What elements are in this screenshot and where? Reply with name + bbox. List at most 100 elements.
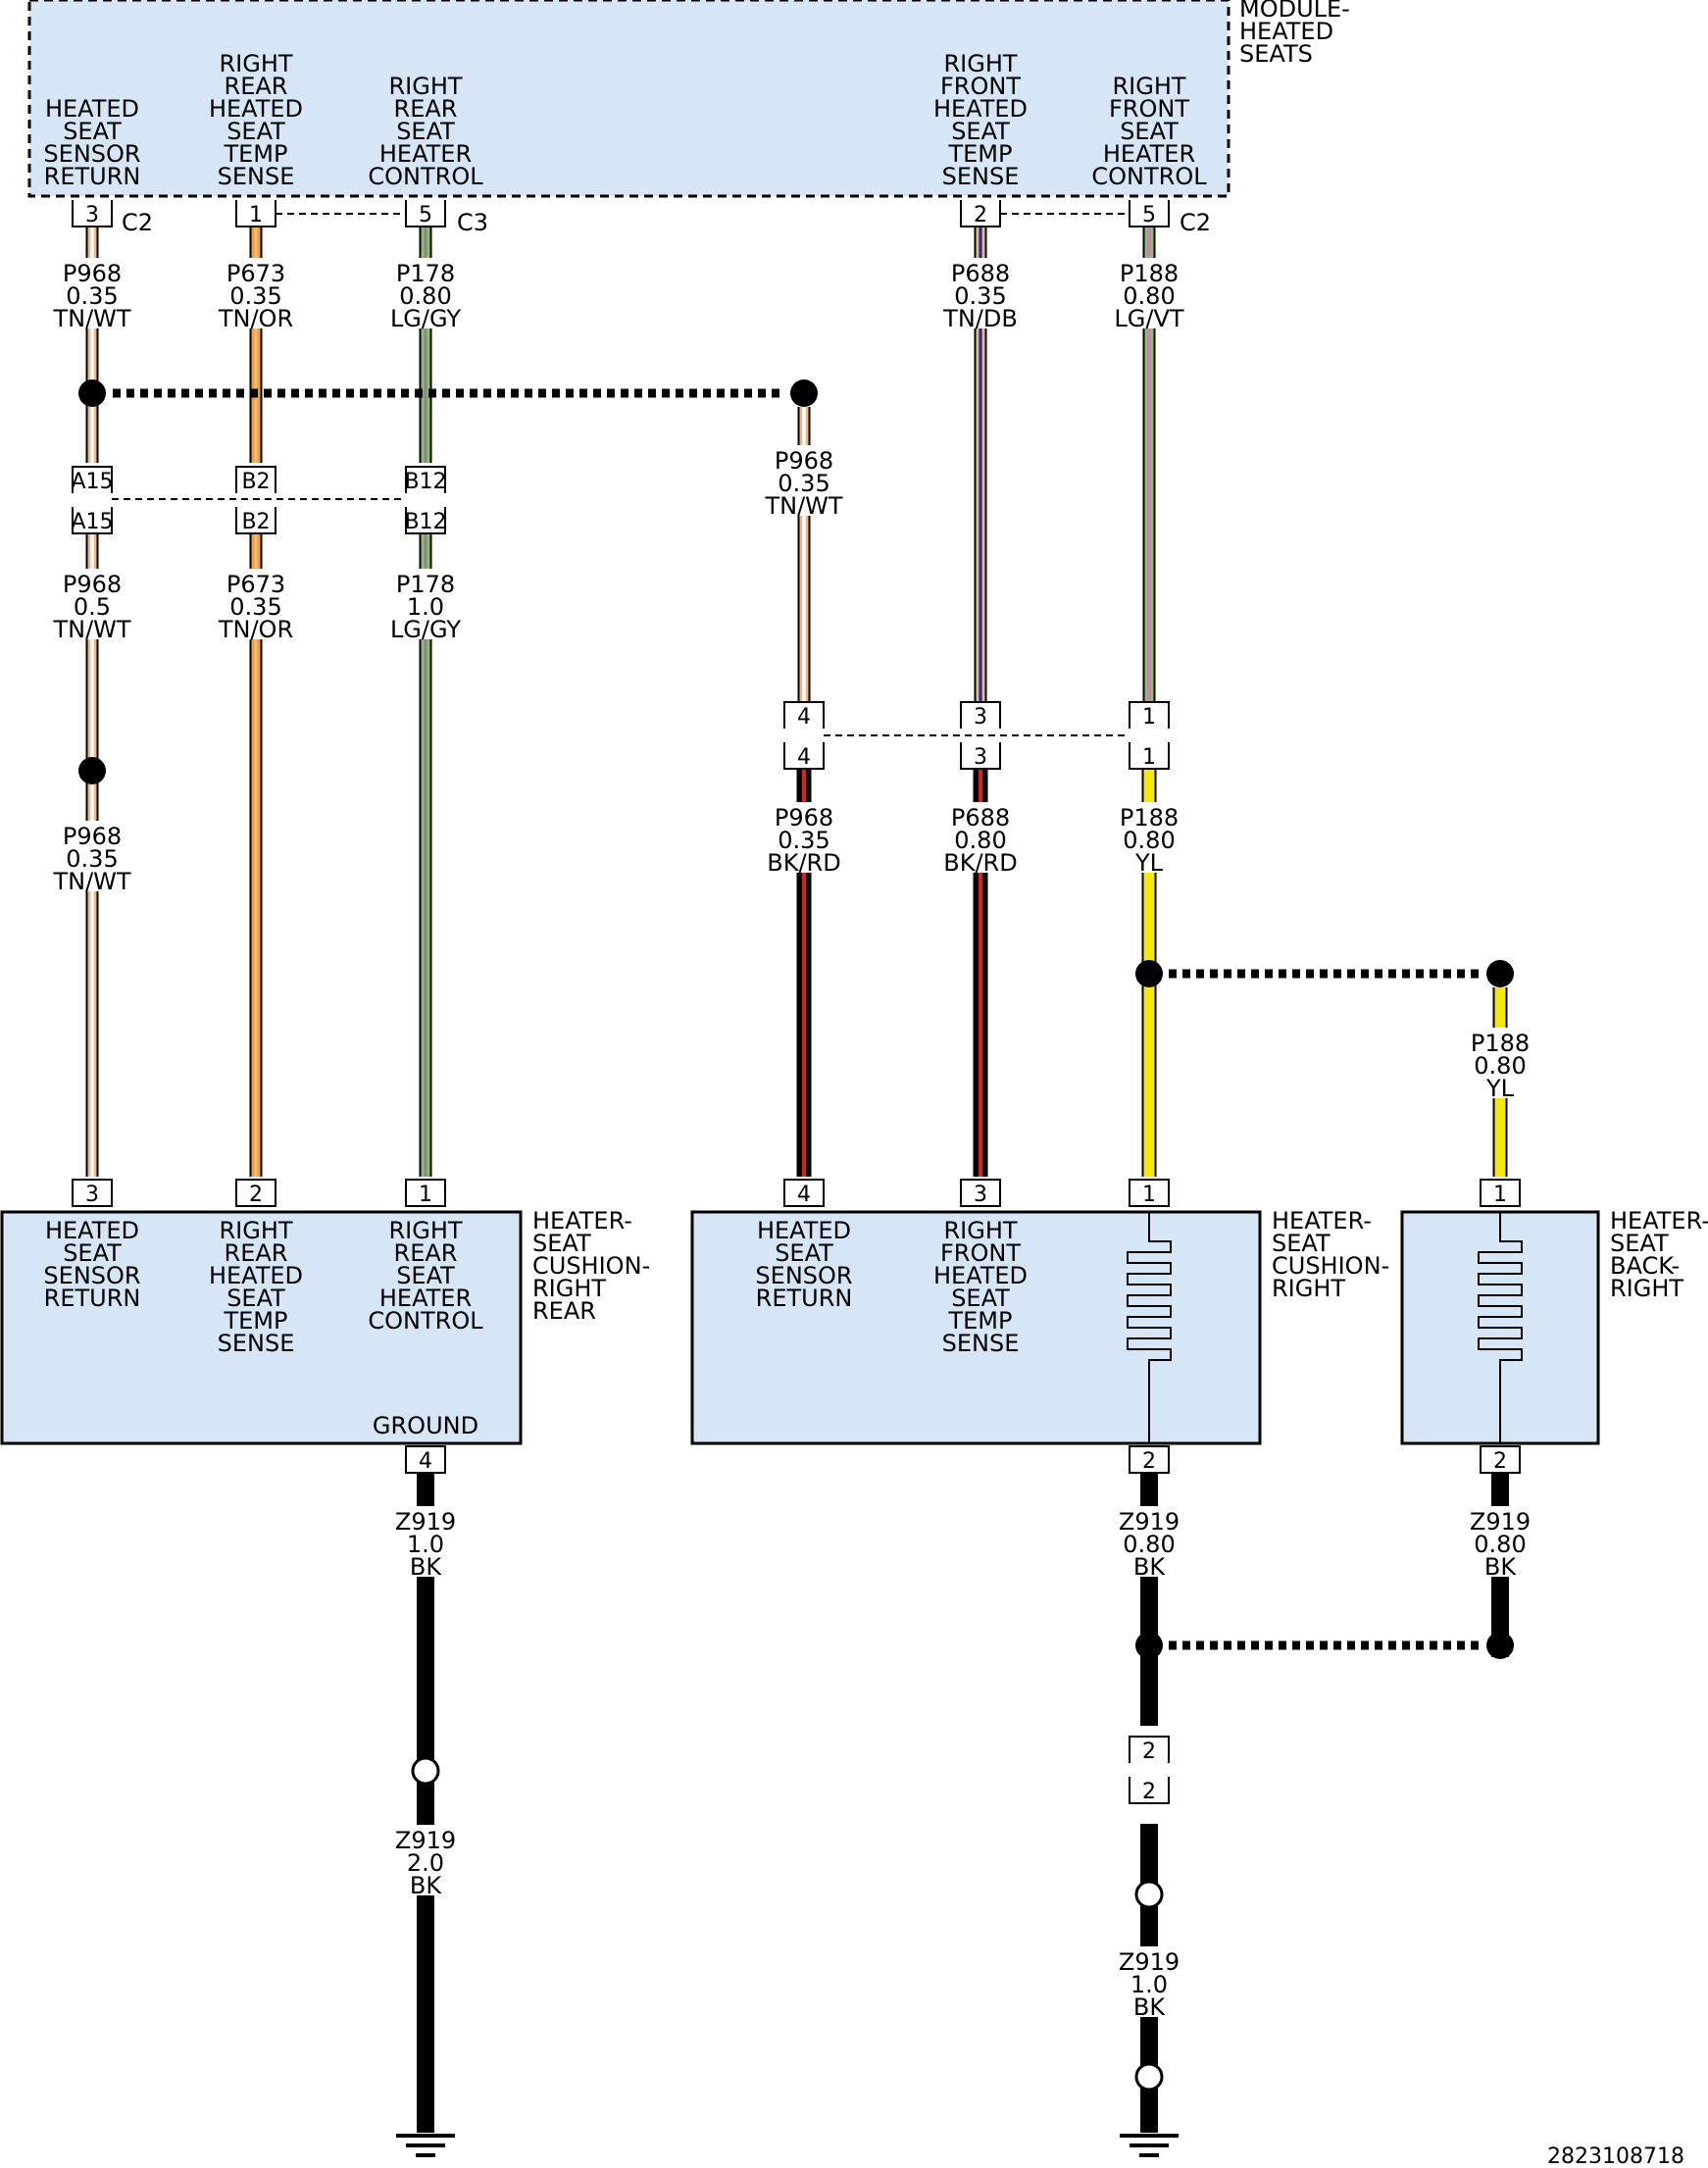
module-pin-outline: [960, 200, 1001, 227]
wire-label-gap: [377, 569, 475, 639]
heater-rear-pin: [72, 1179, 113, 1207]
ground-eyelet-icon: [411, 1756, 440, 1786]
module-title: SEATS: [1239, 40, 1313, 68]
wire-label-gap: [377, 258, 475, 328]
module-pin-number: 1: [249, 203, 263, 227]
module-function-label: HEATED: [933, 95, 1028, 123]
splice-dot: [1135, 960, 1163, 987]
wire-label: P968: [63, 823, 122, 850]
module-function-label: SENSOR: [43, 140, 140, 168]
heater-rear-pin: [405, 1179, 446, 1207]
wire-label: BK: [410, 1553, 442, 1581]
wire-label: P178: [396, 571, 455, 598]
components-layer: [0, 0, 1600, 2157]
heater-rear-pin-number: 3: [85, 1183, 99, 1207]
wire-label: P968: [775, 804, 833, 832]
diagram-id: 2823108718: [1547, 2144, 1684, 2168]
heater-rear-function-label: SEAT: [63, 1239, 122, 1267]
heater-rear-function-label: REAR: [225, 1239, 288, 1267]
inline-pin-top-number: 4: [797, 705, 811, 730]
heater-rear-function-label: RIGHT: [219, 1217, 292, 1244]
heater-cushion-function-label: SEAT: [951, 1285, 1010, 1312]
heater-cushion-element-icon: [1127, 1212, 1172, 1443]
wire-label: P673: [226, 260, 285, 287]
splice-dot: [1486, 960, 1514, 987]
inline-pin-bottom-outline: [960, 742, 1001, 770]
wire-label: 0.35: [229, 593, 281, 621]
heater-rear-ground-pin: [405, 1445, 446, 1474]
wire-label: Z919: [1119, 1948, 1180, 1976]
heater-rear-ground-pin-number: 4: [419, 1449, 432, 1474]
inline-pin-top-fill: [785, 703, 823, 728]
splice-dot: [78, 757, 106, 784]
inline-pin-top-outline: [405, 466, 446, 493]
wire-p673-upper-tracer: [254, 227, 258, 463]
wire-label: LG/VT: [1114, 305, 1183, 332]
heater-back-title: HEATER-: [1610, 1207, 1708, 1235]
wire-label: BK: [1133, 1993, 1166, 2021]
inline-pin-bottom-outline: [405, 507, 446, 534]
labels-layer: MODULE-HEATEDSEATSHEATEDSEATSENSORRETURN…: [43, 0, 1708, 2168]
wire-label: 1.0: [1130, 1971, 1168, 1998]
module-pin-outline: [405, 200, 446, 227]
wire-label-gap: [755, 445, 853, 516]
wire-label-gap: [755, 802, 853, 873]
wire-p673-lower-tracer: [254, 533, 258, 1177]
heater-cushion-title: SEAT: [1272, 1230, 1331, 1257]
inline-pin-top-fill: [1130, 703, 1168, 728]
heater-cushion-ground-pin: [1129, 1445, 1170, 1474]
module-pin-outline: [235, 200, 276, 227]
heater-rear-pin: [235, 1179, 276, 1207]
wire-label-gap: [43, 821, 141, 891]
wire-z919-rear: [417, 1473, 434, 2133]
heater-cushion-function-label: TEMP: [947, 1307, 1012, 1335]
wire-label: P188: [1471, 1030, 1530, 1057]
module-pin-fill: [407, 201, 444, 226]
module-function-label: SEAT: [396, 118, 455, 145]
inline-pin-top-number: 3: [974, 705, 987, 730]
module-title: MODULE-: [1239, 0, 1350, 23]
wire-p968-bkrd-tracer: [802, 769, 806, 1177]
wire-label: 0.80: [1123, 282, 1175, 310]
heater-rear-function-label: SEAT: [396, 1262, 455, 1289]
wire-label: P673: [226, 571, 285, 598]
wire-p688-upper-tracer: [979, 227, 982, 704]
wire-label: 1.0: [407, 593, 444, 621]
module-function-label: RETURN: [44, 163, 141, 190]
heater-rear-title: CUSHION-: [532, 1252, 650, 1280]
ground-eyelet-icon: [1134, 2062, 1164, 2092]
heater-cushion-title: CUSHION-: [1272, 1252, 1389, 1280]
module-function-label: SEAT: [951, 118, 1010, 145]
module-title: HEATED: [1239, 18, 1333, 45]
heater-cushion-function-label: SENSOR: [755, 1262, 852, 1289]
inline-pin-top-outline: [1129, 701, 1170, 729]
heater-cushion-function-label: RIGHT: [943, 1217, 1017, 1244]
wire-label: 2.0: [407, 1849, 444, 1877]
wire-label-gap: [1100, 258, 1198, 328]
splice-dot: [790, 379, 818, 407]
inline-pin-bottom-outline: [783, 742, 825, 770]
inline-pin-top-number: B12: [404, 470, 446, 494]
inline-pin-bottom-number: 1: [1142, 745, 1156, 770]
wire-label: 1.0: [407, 1531, 444, 1558]
module-function-label: TEMP: [223, 140, 287, 168]
wire-label: P688: [951, 260, 1010, 287]
module-function-label: TEMP: [947, 140, 1012, 168]
heater-rear-function-label: HEATED: [209, 1262, 303, 1289]
module-function-label: FRONT: [940, 73, 1021, 100]
module-pin-number: 5: [419, 203, 432, 227]
wire-label: 0.35: [778, 470, 829, 497]
heater-cushion-ground-pin-number: 2: [1142, 1449, 1156, 1474]
wire-label: Z919: [1119, 1508, 1180, 1536]
wire-label: P968: [775, 447, 833, 475]
module-function-label: SENSE: [218, 163, 295, 190]
wire-label: YL: [1485, 1075, 1515, 1102]
inline-pin-top-fill: [962, 703, 999, 728]
connector-c2-label: C2: [1180, 209, 1211, 236]
wire-label: TN/WT: [52, 868, 130, 895]
inline-pin-top-fill: [237, 468, 275, 492]
module-function-label: HEATER: [1103, 140, 1195, 168]
heater-rear-function-label: HEATER: [379, 1285, 472, 1312]
wire-p188-upper-tracer: [1147, 227, 1151, 704]
